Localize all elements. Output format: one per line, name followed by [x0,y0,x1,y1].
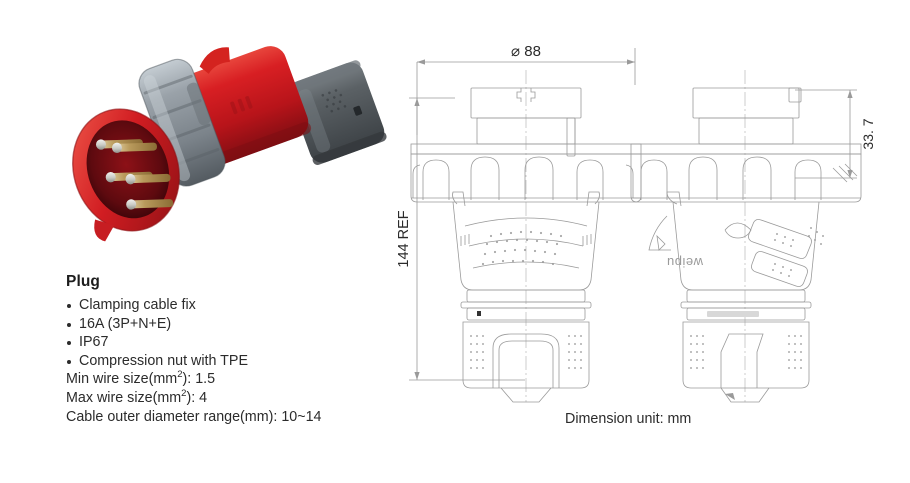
page-title: Plug [66,273,100,290]
list-item: Compression nut with TPE [66,352,406,371]
list-item: Clamping cable fix [66,296,406,315]
dimension-label-diameter: ⌀ 88 [511,43,541,60]
dimension-label-height-337: 33. 7 [860,118,876,149]
feature-list: Clamping cable fix 16A (3P+N+E) IP67 Com… [66,296,406,370]
spec-cable-diameter: Cable outer diameter range(mm): 10~14 [66,408,406,427]
list-item: IP67 [66,333,406,352]
dimension-height-33-7 [795,89,857,179]
dimension-height-144 [409,97,525,381]
spec-min-wire-sup: 2 [177,369,183,381]
compression-nut-photo [286,60,387,165]
spec-max-wire-sup: 2 [181,388,187,400]
plug-face-photo [72,108,180,242]
dimension-label-height-144: 144 REF [396,210,412,267]
spec-line-list: Min wire size(mm2): 1.5 Max wire size(mm… [66,370,406,426]
front-view [410,70,642,403]
product-photo [30,20,410,270]
locking-collar-photo [138,58,226,187]
spec-min-wire-size: Min wire size(mm2): 1.5 [66,370,406,389]
spec-min-wire-label: Min wire size(mm [66,371,178,388]
list-item: 16A (3P+N+E) [66,315,406,334]
dimension-unit-caption: Dimension unit: mm [565,411,692,427]
spec-max-wire-value: ): 4 [186,389,208,406]
technical-drawing: weipu [395,30,895,410]
plug-pins [95,139,174,210]
dimension-diameter-88 [416,48,636,135]
spec-cable-diameter-label: Cable outer diameter range(mm): 10~14 [66,408,322,425]
spec-max-wire-label: Max wire size(mm [66,389,182,406]
brand-mark-side-view: weipu [667,255,704,270]
spec-max-wire-size: Max wire size(mm2): 4 [66,389,406,408]
spec-block: Plug Clamping cable fix 16A (3P+N+E) IP6… [66,272,406,426]
spec-min-wire-value: ): 1.5 [182,371,216,388]
side-view: weipu [630,70,862,403]
